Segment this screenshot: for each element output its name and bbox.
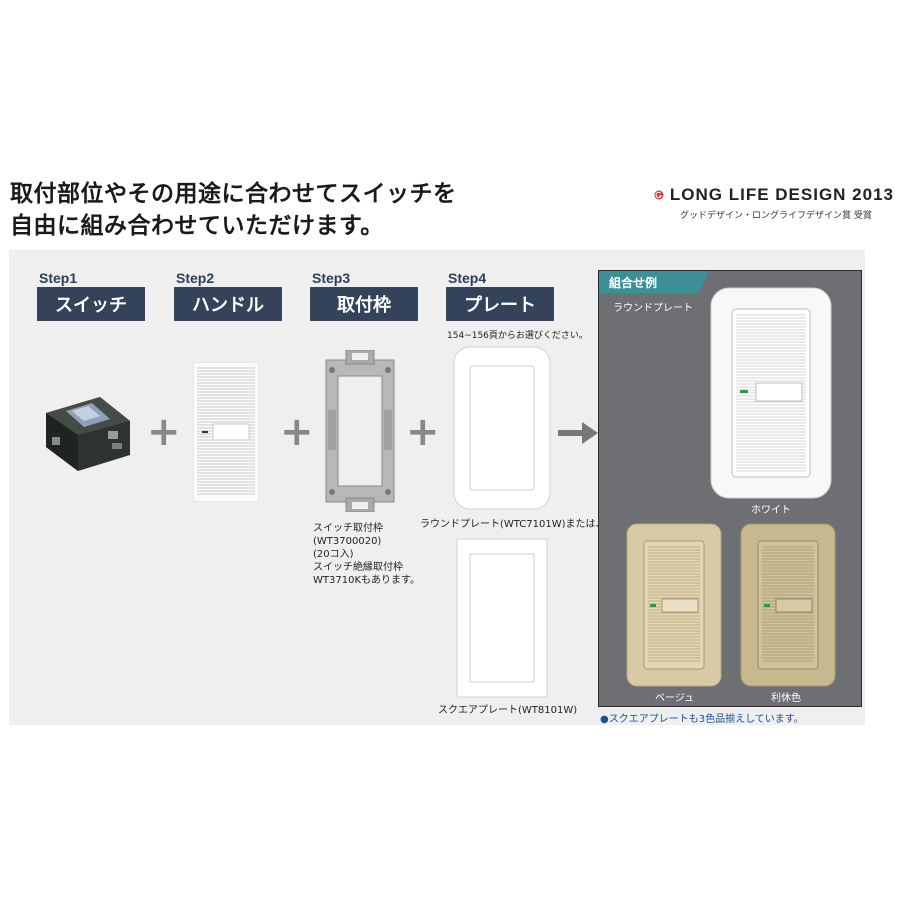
- white-plate-switch-image: [710, 287, 832, 499]
- combination-example-tag: 組合せ例: [599, 271, 709, 293]
- beige-label: ベージュ: [655, 693, 695, 704]
- frame-note: スイッチ取付枠 (WT3700020) (20コ入) スイッチ絶縁取付枠 WT3…: [313, 522, 420, 587]
- award-block: LONG LIFE DESIGN 2013 グッドデザイン・ロングライフデザイン…: [654, 184, 894, 221]
- bottom-note: ●スクエアプレートも3色品揃えしています。: [600, 714, 804, 725]
- rikyu-label: 利休色: [771, 693, 801, 704]
- frame-note-line-4: スイッチ絶縁取付枠: [313, 562, 403, 573]
- g-mark-logo-icon: [654, 190, 664, 200]
- step-2: Step2 ハンドル: [174, 270, 282, 321]
- step-2-number: Step2: [176, 270, 215, 286]
- headline: 取付部位やその用途に合わせてスイッチを 自由に組み合わせていただけます。: [10, 178, 457, 242]
- plus-sign-3: +: [406, 409, 440, 455]
- step-1-number: Step1: [39, 270, 78, 286]
- step-4-number: Step4: [448, 270, 487, 286]
- step-4-label: プレート: [446, 287, 554, 321]
- combination-example-panel: 組合せ例 ラウンドプレート ホワイト ベージュ 利休色: [598, 270, 862, 707]
- rikyu-plate-switch-image: [740, 523, 836, 687]
- step-4: Step4 プレート: [446, 270, 554, 321]
- square-plate-note: スクエアプレート(WT8101W): [438, 705, 578, 716]
- plate-pages-note: 154~156頁からお選びください。: [447, 331, 588, 341]
- step-3-label: 取付枠: [310, 287, 418, 321]
- step-3-number: Step3: [312, 270, 351, 286]
- award-title: LONG LIFE DESIGN 2013: [669, 185, 894, 204]
- arrow-right-icon: [558, 422, 598, 444]
- frame-note-line-1: スイッチ取付枠: [313, 523, 383, 534]
- switch-mechanism-image: [46, 397, 130, 471]
- round-plate-note: ラウンドプレート(WTC7101W)または、: [420, 519, 606, 530]
- step-2-label: ハンドル: [174, 287, 282, 321]
- round-plate-image: [453, 346, 551, 510]
- step-3: Step3 取付枠: [310, 270, 418, 321]
- headline-line-2: 自由に組み合わせていただけます。: [10, 213, 384, 239]
- handle-image: [193, 362, 259, 502]
- headline-line-1: 取付部位やその用途に合わせてスイッチを: [10, 181, 457, 207]
- plus-sign-1: +: [147, 409, 181, 455]
- award-subtitle: グッドデザイン・ロングライフデザイン賞 受賞: [680, 211, 872, 221]
- beige-plate-switch-image: [626, 523, 722, 687]
- frame-note-line-2: (WT3700020): [313, 536, 382, 547]
- step-1-label: スイッチ: [37, 287, 145, 321]
- frame-note-line-3: (20コ入): [313, 549, 354, 560]
- mounting-frame-image: [325, 350, 395, 512]
- white-label: ホワイト: [751, 505, 791, 516]
- plus-sign-2: +: [280, 409, 314, 455]
- combination-subtitle: ラウンドプレート: [613, 303, 693, 314]
- square-plate-image: [456, 538, 548, 698]
- step-1: Step1 スイッチ: [37, 270, 145, 321]
- frame-note-line-5: WT3710Kもあります。: [313, 575, 421, 586]
